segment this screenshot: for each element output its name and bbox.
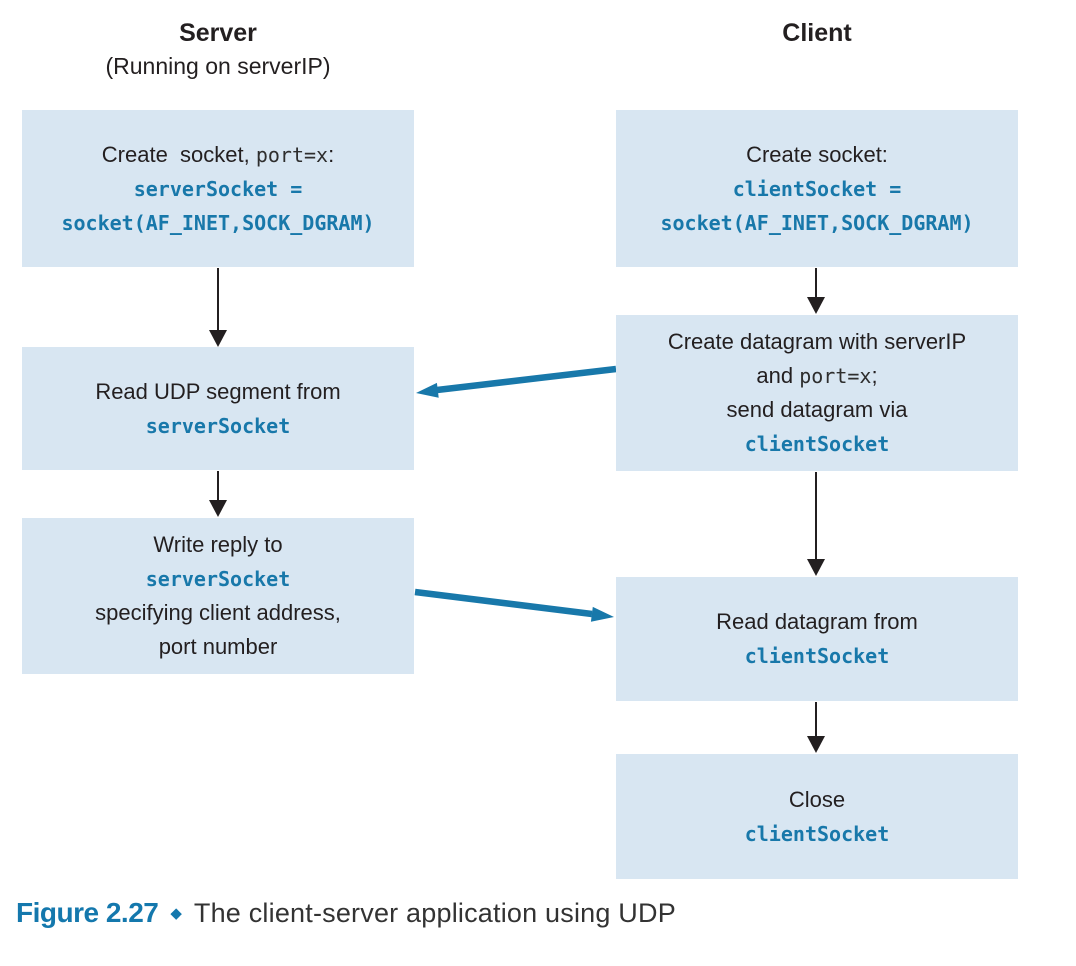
client-socket-name-code: clientSocket <box>744 644 890 668</box>
client-create-datagram-text: Create datagram with serverIP <box>667 329 967 354</box>
server-socket-name-code: serverSocket <box>145 413 291 438</box>
server-socket-assignment-code: serverSocket = <box>133 176 303 201</box>
client-send-datagram-text: send datagram via <box>726 397 908 422</box>
figure-caption: Figure 2.27 ◆ The client-server applicat… <box>16 897 676 929</box>
server-write-reply-box: Write reply to serverSocket specifying c… <box>22 518 414 674</box>
client-read-datagram-box: Read datagram from clientSocket <box>616 577 1018 701</box>
client-port-semicolon: ; <box>871 363 878 388</box>
server-socket-call-code: socket(AF_INET,SOCK_DGRAM) <box>61 210 375 235</box>
client-title: Client <box>782 19 852 47</box>
server-write-reply-text: Write reply to <box>153 532 283 557</box>
diamond-icon: ◆ <box>170 905 182 922</box>
client-read-datagram-text: Read datagram from <box>716 609 918 634</box>
client-create-socket-box: Create socket: clientSocket = socket(AF_… <box>616 110 1018 267</box>
client-socket-assignment-code: clientSocket = <box>732 176 902 201</box>
arrow-client-datagram-to-read <box>807 472 825 576</box>
server-subtitle: (Running on serverIP) <box>105 53 331 79</box>
client-socket-name-code: clientSocket <box>744 432 890 456</box>
server-socket-name-code: serverSocket <box>145 567 291 591</box>
client-port-line: and port=x; <box>756 359 877 393</box>
client-and-text: and <box>756 363 800 388</box>
server-create-socket-text: Create socket, <box>101 141 256 167</box>
server-port-code: port=x <box>255 142 329 167</box>
server-column-header: Server (Running on serverIP) <box>22 16 414 82</box>
figure-caption-text: The client-server application using UDP <box>193 898 676 928</box>
client-create-socket-text: Create socket: <box>746 141 888 167</box>
client-port-code: port=x <box>799 364 872 388</box>
client-close-text: Close <box>788 786 846 812</box>
server-create-socket-box: Create socket, port=x: serverSocket = so… <box>22 110 414 267</box>
arrow-client-create-to-datagram <box>807 268 825 314</box>
server-title: Server <box>179 19 257 47</box>
arrow-client-datagram-to-server-read <box>416 365 617 398</box>
client-column-header: Client <box>616 16 1018 50</box>
arrow-server-write-to-client-read <box>414 588 614 622</box>
server-create-socket-colon: : <box>328 141 335 167</box>
figure-number-label: Figure 2.27 <box>16 897 159 928</box>
arrow-client-read-to-close <box>807 702 825 753</box>
server-read-segment-box: Read UDP segment from serverSocket <box>22 347 414 470</box>
server-port-number-text: port number <box>158 634 278 659</box>
arrow-server-create-to-read <box>209 268 227 347</box>
arrow-server-read-to-write <box>209 471 227 517</box>
client-create-datagram-box: Create datagram with serverIP and port=x… <box>616 315 1018 471</box>
client-socket-name-code: clientSocket <box>744 821 890 846</box>
client-close-socket-box: Close clientSocket <box>616 754 1018 879</box>
client-socket-call-code: socket(AF_INET,SOCK_DGRAM) <box>660 210 974 235</box>
server-read-segment-text: Read UDP segment from <box>95 378 341 404</box>
server-specify-address-text: specifying client address, <box>95 600 341 625</box>
server-create-socket-line: Create socket, port=x: <box>102 138 334 172</box>
